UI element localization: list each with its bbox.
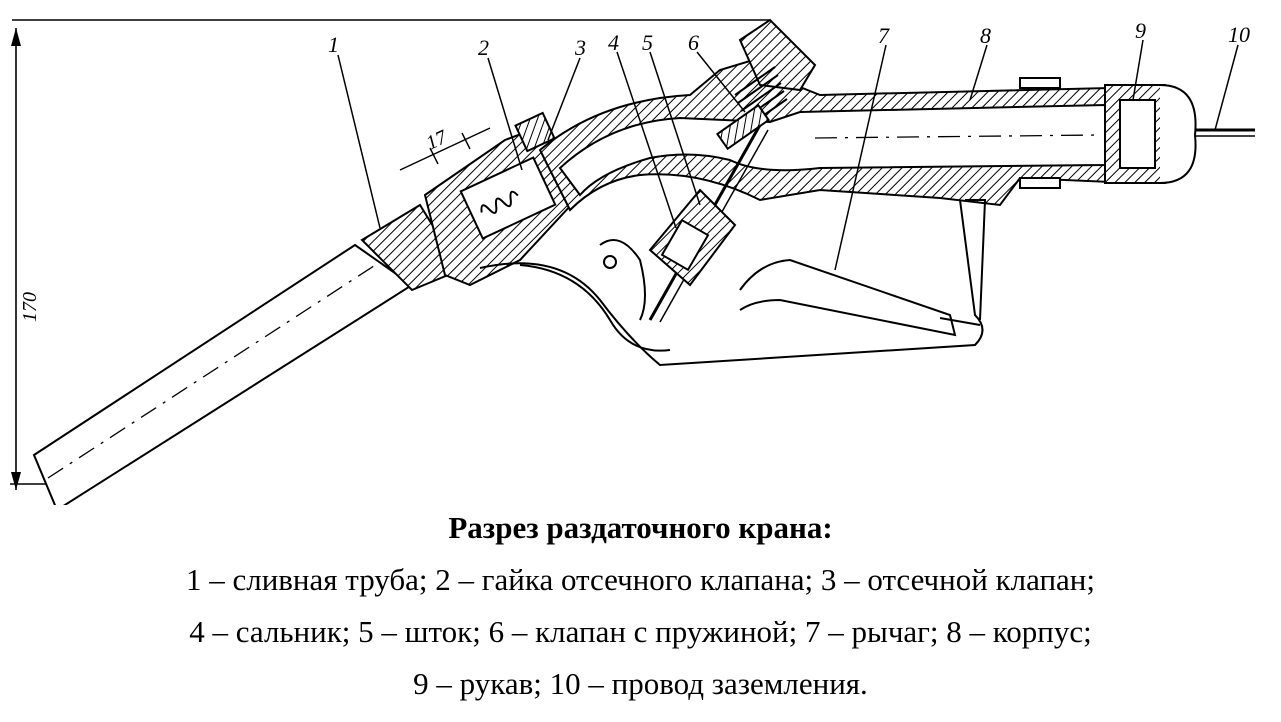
- spring-valve: [715, 18, 817, 151]
- callout-8: 8: [980, 23, 991, 48]
- valve-stem: [648, 124, 769, 323]
- callout-6: 6: [688, 30, 699, 55]
- hose-fitting: [1104, 84, 1255, 184]
- callout-4: 4: [608, 30, 619, 55]
- callout-2: 2: [478, 35, 489, 60]
- dimension-17: [399, 127, 491, 171]
- caption-legend-line-3: 9 – рукав; 10 – провод заземления.: [413, 666, 868, 701]
- dimension-170-label: 170: [19, 292, 41, 322]
- callout-leaders: [337, 39, 1239, 271]
- callout-5: 5: [642, 30, 653, 55]
- callout-9: 9: [1135, 18, 1146, 43]
- callout-10: 10: [1228, 22, 1250, 47]
- caption-legend-line-2: 4 – сальник; 5 – шток; 6 – клапан с пруж…: [189, 614, 1092, 649]
- height-dimension: [10, 19, 770, 490]
- nozzle-body: [538, 53, 1111, 212]
- callout-1: 1: [328, 32, 339, 57]
- nozzle-section-drawing: 170 17: [10, 18, 1255, 505]
- caption-legend-line-1: 1 – сливная труба; 2 – гайка отсечного к…: [185, 562, 1096, 597]
- spout-pipe: [32, 203, 462, 505]
- callout-3: 3: [574, 35, 586, 60]
- caption-title: Разрез раздаточного крана:: [448, 510, 833, 545]
- callout-7: 7: [878, 23, 890, 48]
- dimension-17-label: 17: [423, 126, 451, 155]
- handle-guard: [479, 199, 987, 367]
